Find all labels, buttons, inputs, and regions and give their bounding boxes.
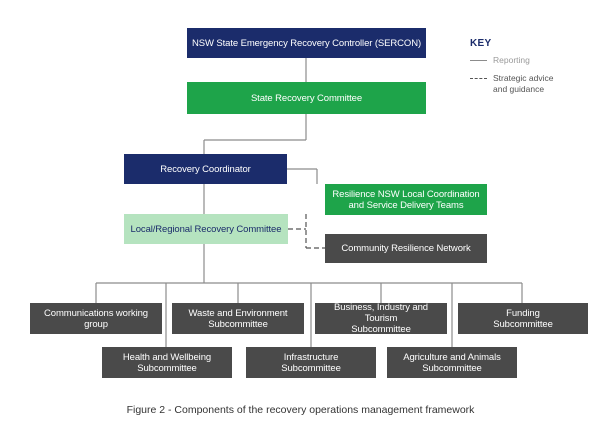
waste-environment-label: Waste and Environment Subcommittee	[188, 307, 288, 330]
recovery-coordinator-label: Recovery Coordinator	[160, 163, 251, 175]
legend: KEY Reporting Strategic advice and guida…	[470, 38, 595, 94]
recovery-coordinator-box: Recovery Coordinator	[124, 154, 287, 184]
legend-title: KEY	[470, 38, 492, 49]
waste-environment-box: Waste and Environment Subcommittee	[172, 303, 304, 334]
infrastructure-label: Infrastructure Subcommittee	[281, 351, 341, 374]
funding-label: Funding Subcommittee	[493, 307, 553, 330]
health-wellbeing-label: Health and Wellbeing Subcommittee	[122, 351, 212, 374]
legend-label-strategic: Strategic advice and guidance	[493, 73, 554, 94]
dashed-line-swatch	[470, 78, 487, 79]
resilience-nsw-box: Resilience NSW Local Coordination and Se…	[325, 184, 487, 215]
legend-item-reporting: Reporting	[470, 55, 530, 66]
agriculture-animals-box: Agriculture and Animals Subcommittee	[387, 347, 517, 378]
agriculture-animals-label: Agriculture and Animals Subcommittee	[403, 351, 501, 374]
business-industry-tourism-label: Business, Industry and Tourism Subcommit…	[334, 302, 428, 335]
communications-group-label: Communications working group	[44, 307, 148, 330]
infrastructure-box: Infrastructure Subcommittee	[246, 347, 376, 378]
legend-label-reporting: Reporting	[493, 55, 530, 65]
local-regional-committee-label: Local/Regional Recovery Committee	[130, 223, 282, 235]
local-regional-committee-box: Local/Regional Recovery Committee	[124, 214, 288, 244]
sercon-label: NSW State Emergency Recovery Controller …	[191, 37, 422, 49]
state-recovery-committee-label: State Recovery Committee	[250, 92, 363, 104]
resilience-nsw-label: Resilience NSW Local Coordination and Se…	[332, 188, 480, 211]
legend-item-strategic: Strategic advice and guidance	[470, 73, 553, 95]
figure-caption: Figure 2 - Components of the recovery op…	[126, 404, 475, 416]
state-recovery-committee-box: State Recovery Committee	[187, 82, 426, 114]
funding-box: Funding Subcommittee	[458, 303, 588, 334]
sercon-box: NSW State Emergency Recovery Controller …	[187, 28, 426, 58]
community-resilience-network-box: Community Resilience Network	[325, 234, 487, 263]
solid-line-swatch	[470, 60, 487, 61]
community-resilience-network-label: Community Resilience Network	[341, 243, 471, 254]
communications-group-box: Communications working group	[30, 303, 162, 334]
business-industry-tourism-box: Business, Industry and Tourism Subcommit…	[315, 302, 447, 335]
health-wellbeing-box: Health and Wellbeing Subcommittee	[102, 347, 232, 378]
